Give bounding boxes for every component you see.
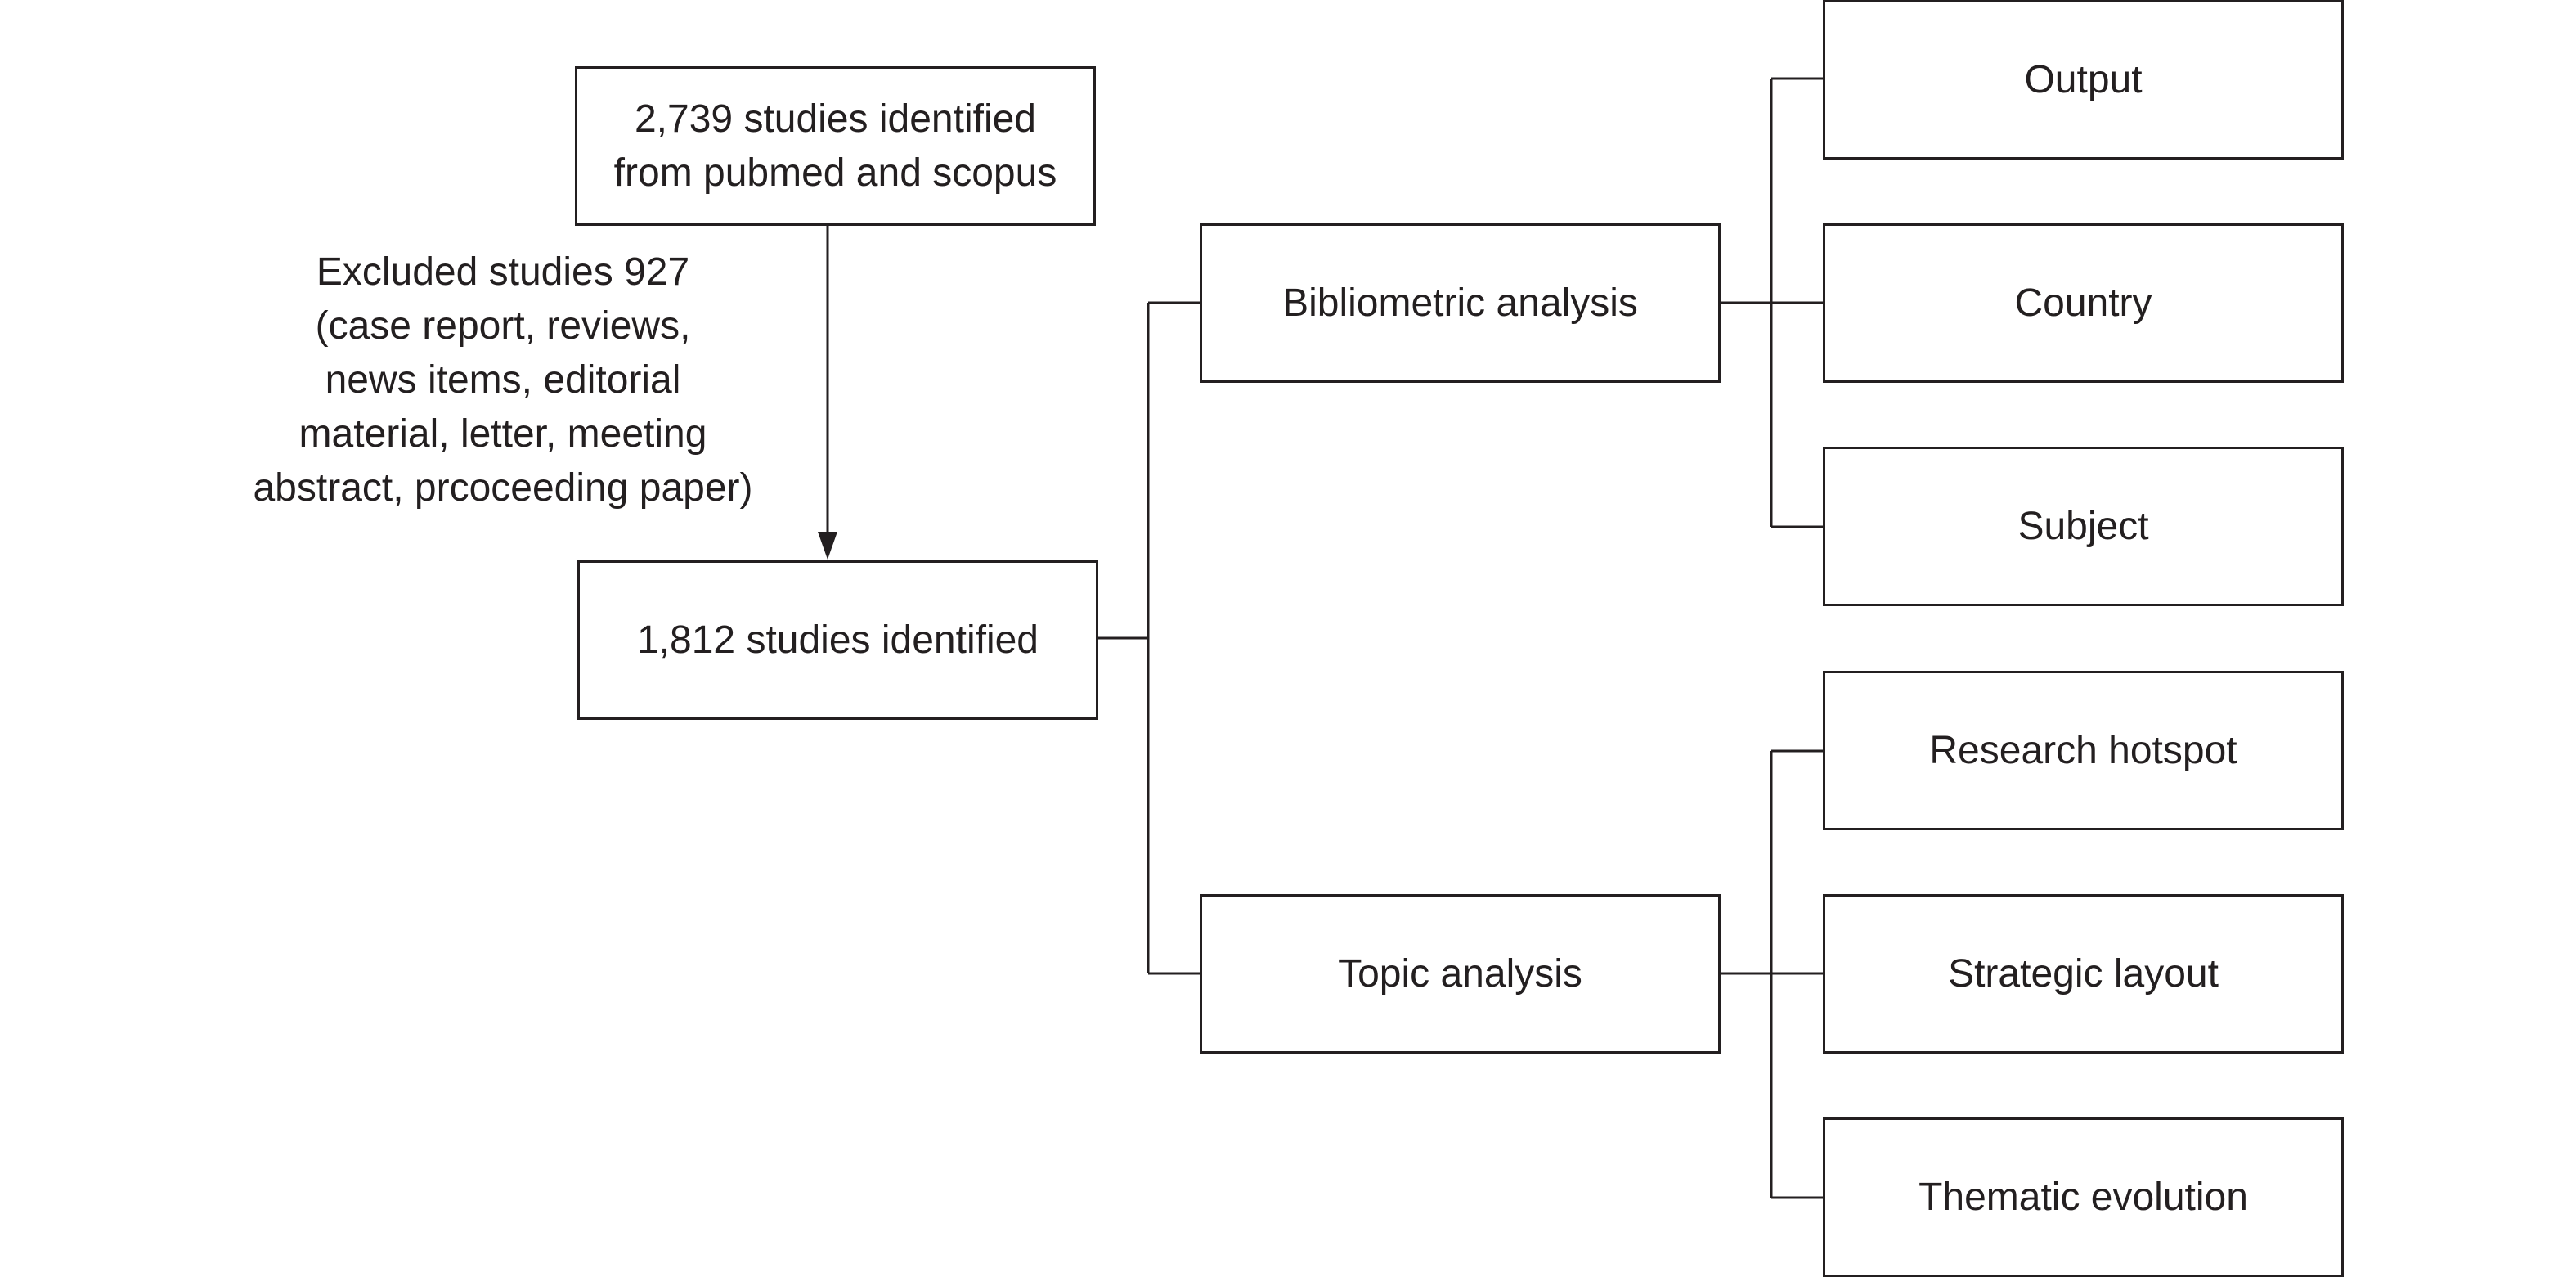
node-country: Country [1823, 223, 2344, 383]
node-identified-final: 1,812 studies identified [577, 560, 1098, 720]
node-topic-label: Topic analysis [1338, 951, 1582, 996]
excluded-studies-label: Excluded studies 927 (case report, revie… [253, 250, 753, 510]
node-thematic-evolution: Thematic evolution [1823, 1117, 2344, 1277]
node-strategic-layout: Strategic layout [1823, 894, 2344, 1054]
node-bibliometric-analysis: Bibliometric analysis [1200, 223, 1721, 383]
node-subject-label: Subject [2017, 504, 2149, 548]
node-topic-analysis: Topic analysis [1200, 894, 1721, 1054]
node-hotspot-label: Research hotspot [1929, 728, 2237, 772]
node-identified-all-label: 2,739 studies identified from pubmed and… [613, 97, 1057, 195]
node-research-hotspot: Research hotspot [1823, 671, 2344, 830]
excluded-studies-note: Excluded studies 927 (case report, revie… [204, 245, 801, 515]
node-thematic-label: Thematic evolution [1919, 1175, 2248, 1219]
node-output: Output [1823, 0, 2344, 160]
node-bibliometric-label: Bibliometric analysis [1282, 281, 1638, 325]
node-identified-all: 2,739 studies identified from pubmed and… [575, 66, 1096, 226]
node-country-label: Country [2014, 281, 2152, 325]
exclusion-arrow-head [818, 532, 837, 560]
node-identified-final-label: 1,812 studies identified [636, 618, 1039, 662]
node-strategic-label: Strategic layout [1948, 951, 2219, 996]
node-output-label: Output [2024, 57, 2143, 101]
node-subject: Subject [1823, 447, 2344, 606]
